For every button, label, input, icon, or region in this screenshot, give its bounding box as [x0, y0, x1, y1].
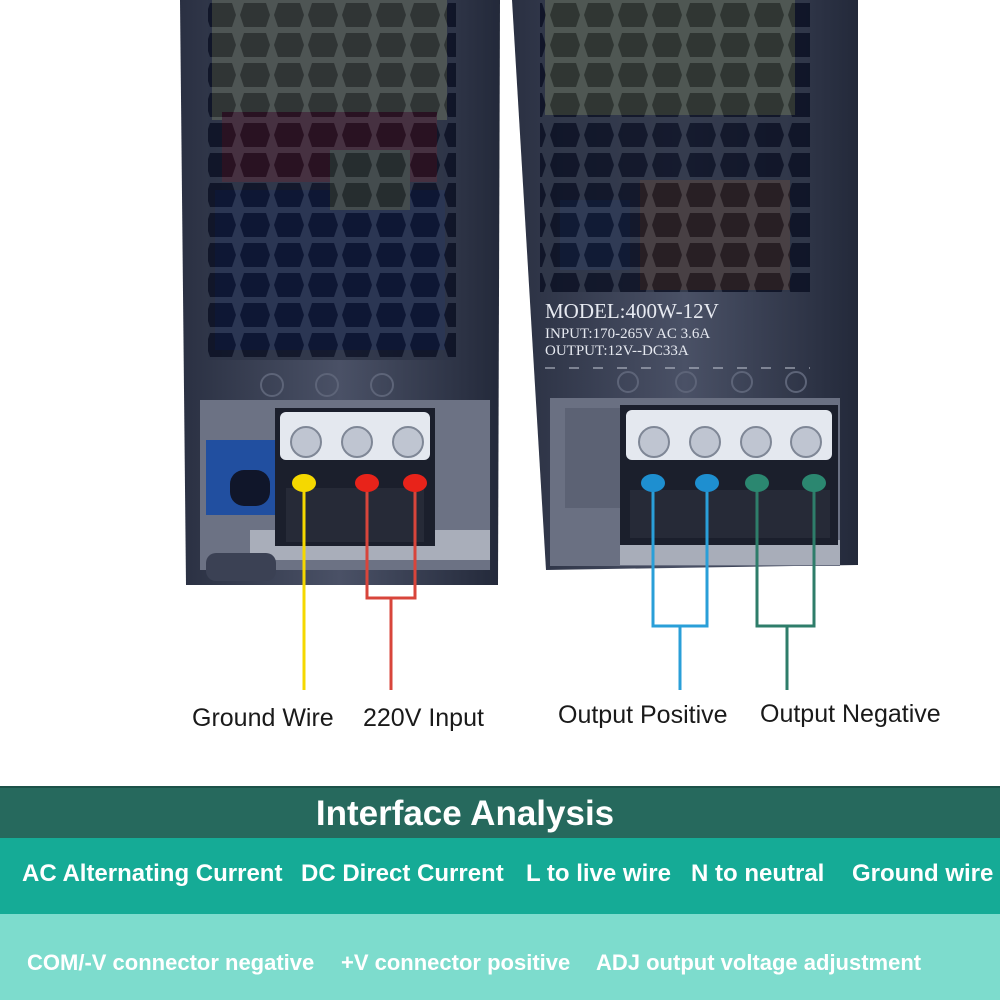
positive-pin-dot-1	[641, 474, 665, 492]
legend-adj-term: ADJ output voltage adjustment	[596, 950, 922, 975]
negative-pin-dot-1	[745, 474, 769, 492]
positive-pin-dot-2	[695, 474, 719, 492]
legend-positive-term: +V connector positive	[341, 950, 571, 975]
legend-neutral-term: N to neutral	[691, 860, 825, 887]
nameplate-output: OUTPUT:12V--DC33A	[545, 343, 689, 359]
right-power-supply: MODEL:400W-12V INPUT:170-265V AC 3.6A OU…	[512, 0, 858, 570]
input-220v-callout	[355, 474, 427, 690]
ground-pin-dot	[292, 474, 316, 492]
ground-wire-label: Ground Wire	[192, 704, 334, 732]
left-power-supply	[180, 0, 500, 585]
power-supply-photo: MODEL:400W-12V INPUT:170-265V AC 3.6A OU…	[180, 0, 858, 690]
legend-row-1: AC Alternating Current DC Direct Current…	[0, 838, 1000, 914]
live-pin-dot	[355, 474, 379, 492]
legend-ground-term: Ground wire	[852, 860, 994, 887]
legend-dc-term: DC Direct Current	[301, 860, 504, 887]
negative-pin-dot-2	[802, 474, 826, 492]
legend-title-band: Interface Analysis	[0, 786, 1000, 840]
legend-title: Interface Analysis	[315, 794, 615, 833]
ground-wire-callout	[292, 474, 316, 690]
output-positive-callout	[641, 474, 719, 690]
output-negative-label: Output Negative	[760, 700, 941, 728]
legend-ac-term: AC Alternating Current	[22, 860, 283, 887]
legend-com-term: COM/-V connector negative	[27, 950, 315, 975]
output-negative-callout	[745, 474, 826, 690]
input-220v-label: 220V Input	[363, 704, 484, 732]
output-positive-label: Output Positive	[558, 701, 728, 729]
neutral-pin-dot	[403, 474, 427, 492]
legend-live-term: L to live wire	[526, 860, 671, 887]
nameplate-input: INPUT:170-265V AC 3.6A	[545, 326, 710, 342]
nameplate-model: MODEL:400W-12V	[545, 299, 719, 323]
legend-row-2: COM/-V connector negative +V connector p…	[0, 914, 1000, 1000]
